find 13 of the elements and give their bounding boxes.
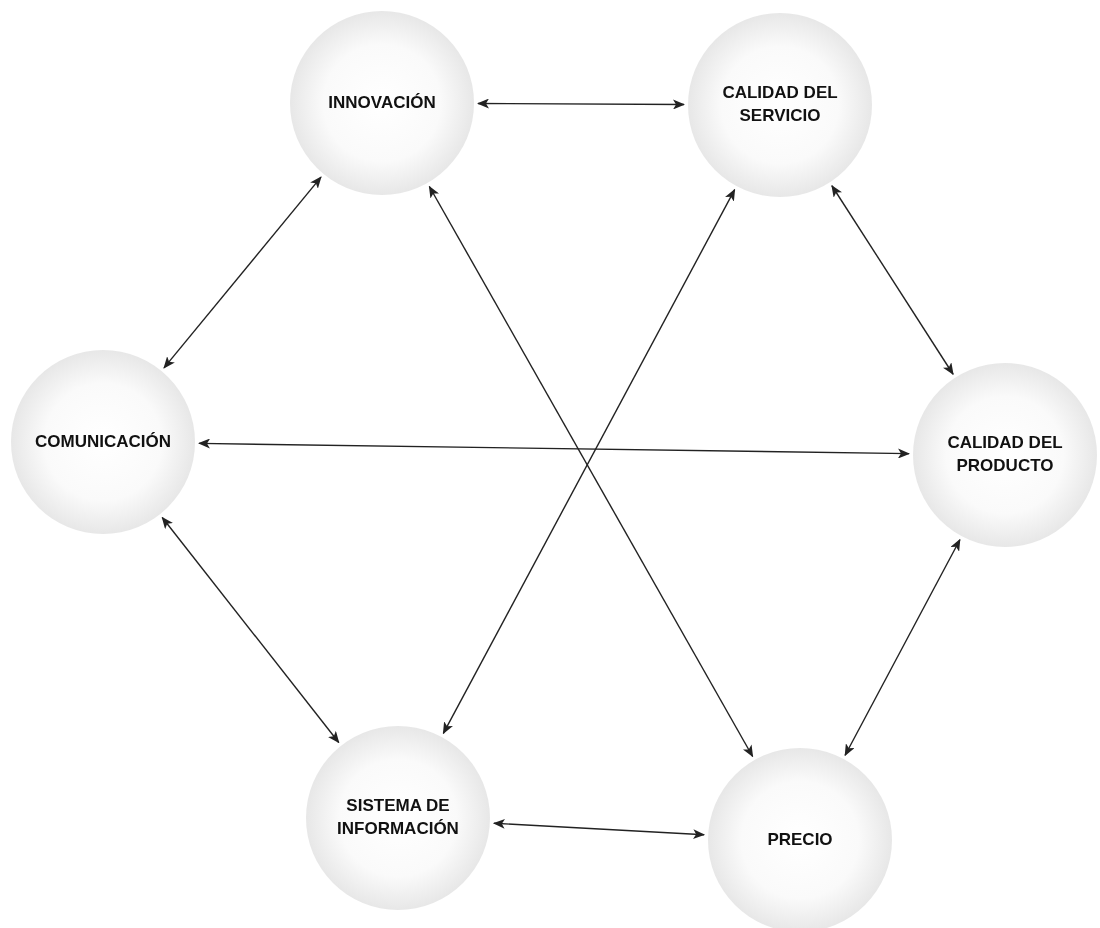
double-arrow <box>163 176 322 369</box>
node-label: PRECIO <box>767 828 833 851</box>
double-arrow <box>198 438 910 459</box>
node-label: INNOVACIÓN <box>328 91 436 114</box>
node-label: CALIDAD DEL SERVICIO <box>721 82 839 127</box>
double-arrow <box>477 98 685 110</box>
double-arrow <box>161 516 340 744</box>
double-arrow <box>492 818 706 840</box>
node-label: SISTEMA DE INFORMACIÓN <box>336 795 460 840</box>
node-label: CALIDAD DEL PRODUCTO <box>946 432 1064 477</box>
double-arrow <box>831 184 954 376</box>
double-arrow <box>844 538 961 757</box>
node-label: COMUNICACIÓN <box>35 430 171 453</box>
